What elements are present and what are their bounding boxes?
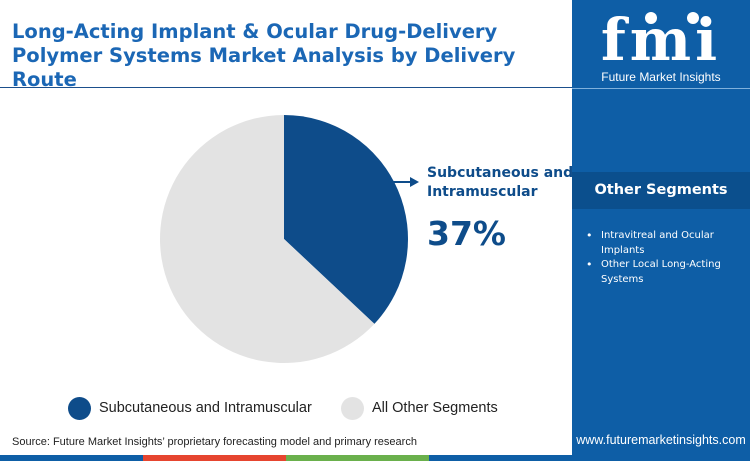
source-note: Source: Future Market Insights’ propriet… bbox=[12, 436, 417, 448]
callout-label: Subcutaneous and Intramuscular bbox=[427, 165, 574, 200]
fmi-logo: fmi Future Market Insights bbox=[572, 8, 750, 88]
other-segments-list: Intravitreal and Ocular Implants Other L… bbox=[586, 229, 744, 287]
legend-label-primary: Subcutaneous and Intramuscular bbox=[99, 400, 312, 416]
segment-item: Other Local Long-Acting Systems bbox=[586, 258, 744, 287]
legend-swatch-primary bbox=[68, 396, 91, 420]
globe-icon bbox=[645, 12, 657, 24]
segment-item: Intravitreal and Ocular Implants bbox=[586, 229, 744, 258]
chart-title: Long-Acting Implant & Ocular Drug-Delive… bbox=[12, 20, 516, 91]
other-segments-header: Other Segments bbox=[572, 172, 750, 209]
legend-item-other: All Other Segments bbox=[341, 396, 498, 420]
sidebar: fmi Future Market Insights Other Segment… bbox=[572, 0, 750, 461]
legend-item-primary: Subcutaneous and Intramuscular bbox=[68, 396, 312, 420]
website-link[interactable]: www.futuremarketinsights.com bbox=[576, 433, 746, 447]
bottom-color-bar bbox=[0, 455, 572, 461]
logo-mark: fmi bbox=[601, 8, 721, 72]
pie-slice-subcutaneous-intramuscular bbox=[284, 115, 408, 324]
callout-value: 37% bbox=[427, 214, 506, 253]
logo-subtitle: Future Market Insights bbox=[601, 70, 721, 84]
sidebar-divider bbox=[572, 88, 750, 89]
pie-chart bbox=[159, 115, 419, 363]
legend-swatch-other bbox=[341, 396, 364, 420]
title-divider bbox=[0, 87, 572, 88]
globe-icon-2 bbox=[687, 12, 699, 24]
callout-arrow bbox=[391, 177, 419, 187]
logo-word: fmi bbox=[601, 8, 721, 72]
legend-label-other: All Other Segments bbox=[372, 400, 498, 416]
pie-slice-all-other-segments bbox=[159, 115, 375, 363]
